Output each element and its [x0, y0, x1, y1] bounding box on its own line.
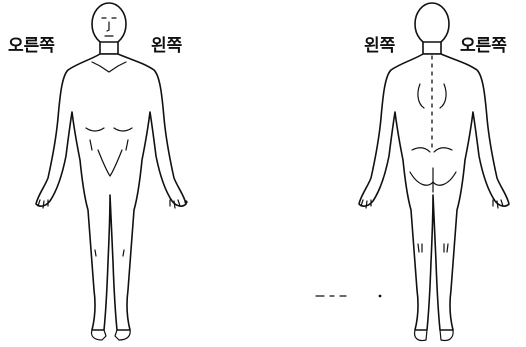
front-right-side-label: 오른쪽	[8, 38, 55, 55]
stray-dashes	[316, 295, 381, 298]
back-left-side-label: 왼쪽	[364, 38, 395, 55]
back-right-side-label: 오른쪽	[460, 38, 507, 55]
front-left-side-label: 왼쪽	[151, 38, 182, 55]
